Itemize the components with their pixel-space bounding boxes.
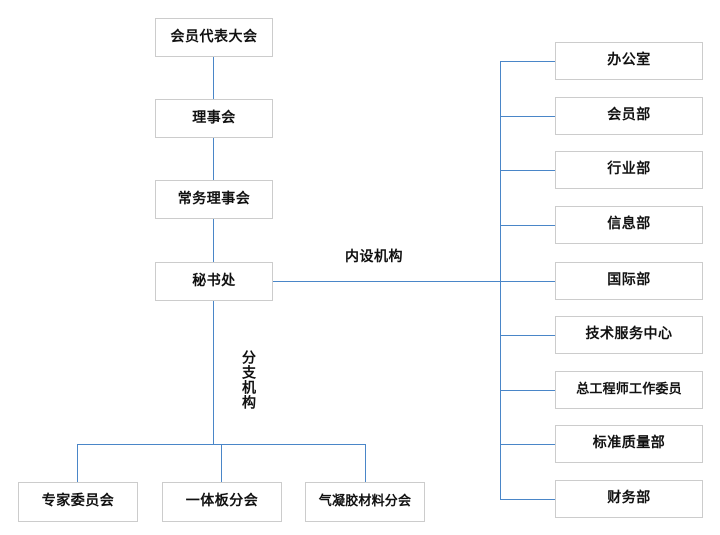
node-expert-committee-label: 专家委员会 (41, 493, 115, 510)
node-membership-label: 会员部 (607, 107, 651, 124)
node-integrated-board-branch[interactable]: 一体板分会 (162, 482, 282, 522)
connector-drop-expert-committee (77, 444, 78, 482)
connector-council-to-standing-council (213, 138, 214, 180)
connector-branch-membership (500, 116, 555, 117)
node-tech-service-center-label: 技术服务中心 (585, 326, 673, 343)
connector-branch-standards-quality (500, 444, 555, 445)
node-information[interactable]: 信息部 (555, 206, 703, 244)
label-branch-organizations: 分支机构 (240, 350, 256, 410)
node-standing-council-label: 常务理事会 (177, 190, 251, 207)
connector-branch-industry (500, 170, 555, 171)
node-tech-service-center[interactable]: 技术服务中心 (555, 316, 703, 354)
node-standards-quality-label: 标准质量部 (592, 435, 666, 452)
connector-branch-office (500, 61, 555, 62)
node-finance[interactable]: 财务部 (555, 480, 703, 518)
node-chief-engineer-committee-label: 总工程师工作委员 (576, 381, 682, 397)
node-integrated-board-branch-label: 一体板分会 (185, 493, 259, 510)
connector-branch-international (500, 281, 555, 282)
node-expert-committee[interactable]: 专家委员会 (18, 482, 138, 522)
node-international[interactable]: 国际部 (555, 262, 703, 300)
node-assembly-label: 会员代表大会 (170, 28, 258, 45)
node-aerogel-material-branch[interactable]: 气凝胶材料分会 (305, 482, 425, 522)
node-secretariat-label: 秘书处 (192, 272, 236, 289)
connector-secretariat-to-trunk (273, 281, 555, 282)
node-council-label: 理事会 (192, 109, 236, 126)
node-standards-quality[interactable]: 标准质量部 (555, 425, 703, 463)
node-standing-council[interactable]: 常务理事会 (155, 180, 273, 219)
node-finance-label: 财务部 (607, 490, 651, 507)
node-aerogel-material-branch-label: 气凝胶材料分会 (318, 493, 412, 509)
node-membership[interactable]: 会员部 (555, 97, 703, 135)
node-council[interactable]: 理事会 (155, 99, 273, 138)
connector-branch-information (500, 225, 555, 226)
node-assembly[interactable]: 会员代表大会 (155, 18, 273, 57)
node-secretariat[interactable]: 秘书处 (155, 262, 273, 301)
connector-drop-integrated-board-branch (221, 444, 222, 482)
connector-drop-aerogel-material-branch (365, 444, 366, 482)
node-office[interactable]: 办公室 (555, 42, 703, 80)
connector-standing-council-to-secretariat (213, 219, 214, 262)
node-chief-engineer-committee[interactable]: 总工程师工作委员 (555, 371, 703, 409)
connector-internal-trunk (500, 61, 501, 499)
connector-branch-chief-engineer-committee (500, 390, 555, 391)
connector-branch-tech-service-center (500, 335, 555, 336)
label-internal-departments: 内设机构 (345, 249, 403, 265)
connector-secretariat-to-branches (213, 301, 214, 445)
connector-assembly-to-council (213, 57, 214, 99)
node-industry-label: 行业部 (607, 161, 651, 178)
node-international-label: 国际部 (607, 272, 651, 289)
node-office-label: 办公室 (607, 52, 651, 69)
node-information-label: 信息部 (607, 216, 651, 233)
node-industry[interactable]: 行业部 (555, 151, 703, 189)
connector-branch-finance (500, 499, 555, 500)
